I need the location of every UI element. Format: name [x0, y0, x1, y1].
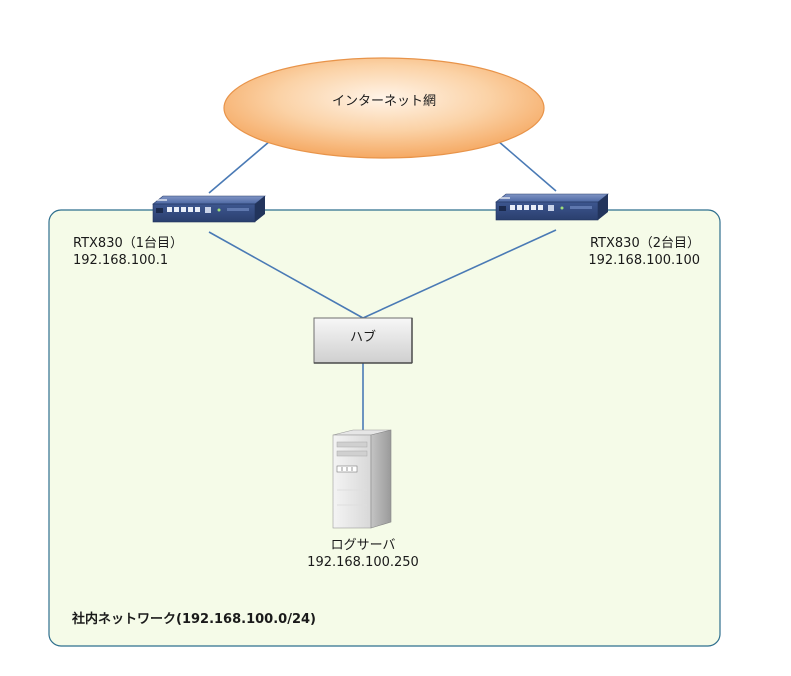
router-2-ip: 192.168.100.100: [588, 253, 700, 268]
router-2-icon: [495, 193, 609, 221]
router-1-name: RTX830（1台目）: [73, 236, 184, 251]
router-1-icon: [152, 195, 266, 223]
router-2-name: RTX830（2台目）: [589, 236, 700, 251]
log-server-name: ログサーバ: [330, 538, 396, 553]
hub-label: ハブ: [349, 330, 376, 345]
server-icon: [332, 429, 392, 529]
hub-box: [313, 317, 413, 364]
link-internet-router1: [208, 140, 271, 194]
connection-lines: [208, 140, 557, 430]
link-router1-hub: [208, 231, 364, 319]
log-server-ip: 192.168.100.250: [307, 555, 419, 570]
internal-network-label: 社内ネットワーク(192.168.100.0/24): [72, 612, 316, 627]
internet-cloud: [223, 57, 545, 159]
link-internet-router2: [497, 140, 557, 192]
link-router2-hub: [362, 229, 557, 319]
internal-network-area: [48, 209, 721, 647]
internet-label: インターネット網: [331, 94, 436, 109]
router-1-ip: 192.168.100.1: [73, 253, 169, 268]
